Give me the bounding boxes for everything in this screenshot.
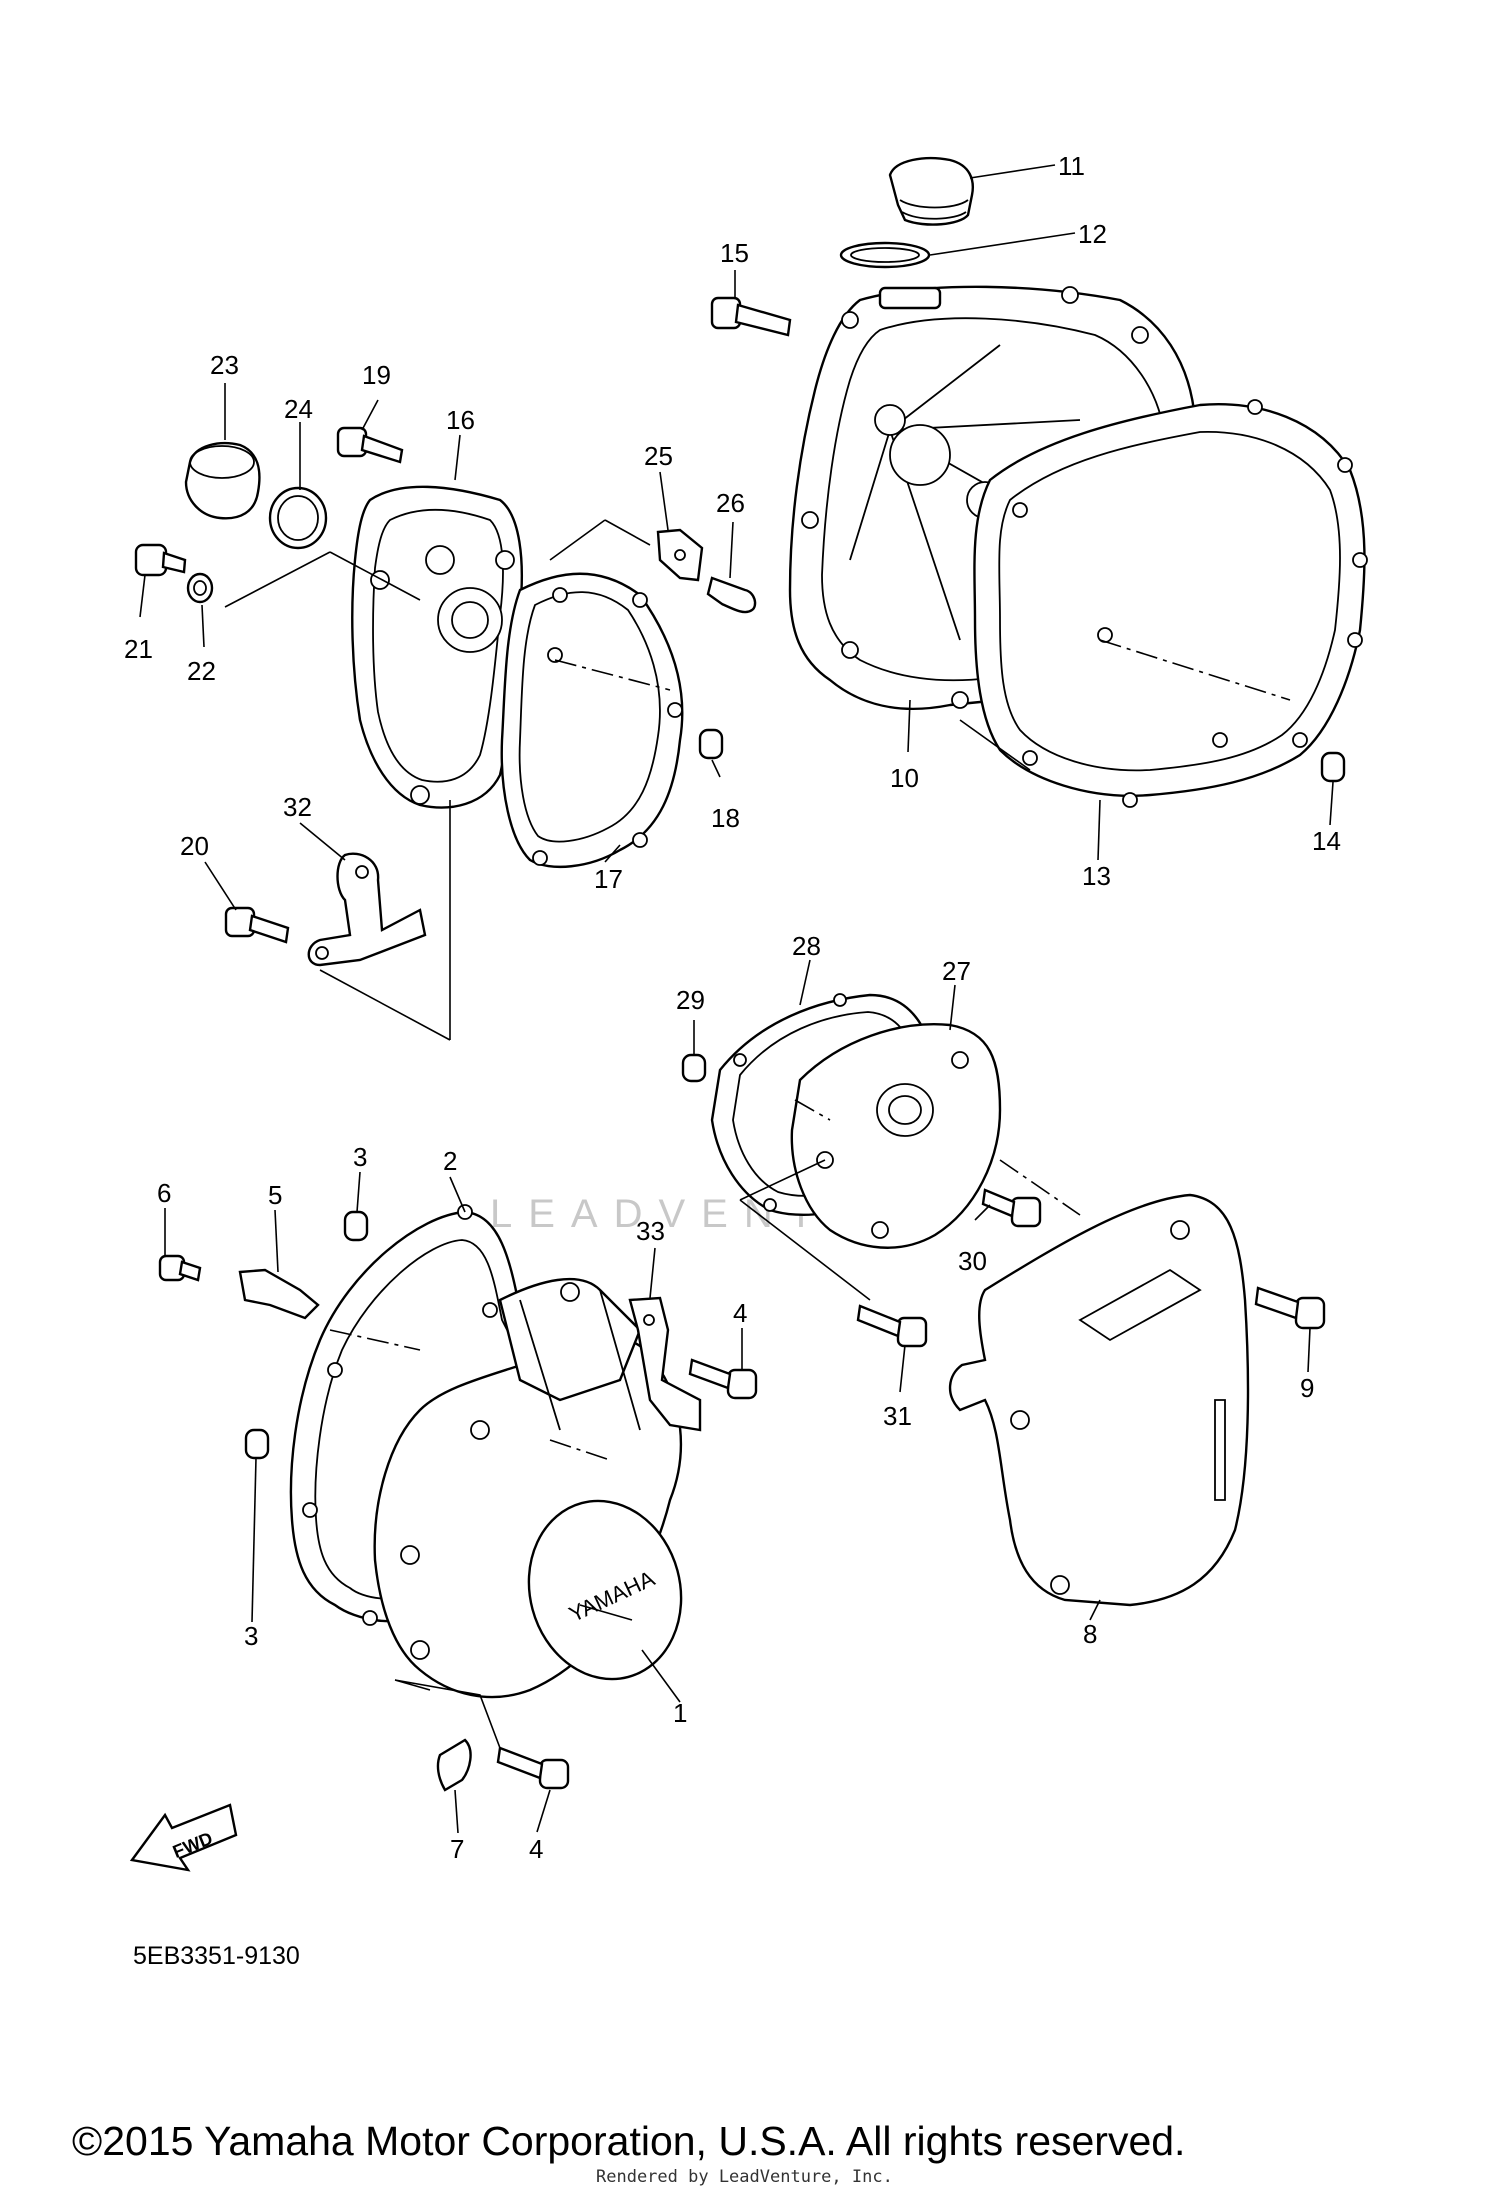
callout-5: 5 xyxy=(268,1180,282,1210)
callout-10: 10 xyxy=(890,763,919,793)
part-27-pickup-coil-cover[interactable] xyxy=(790,1023,1002,1249)
part-25-bracket[interactable] xyxy=(656,528,704,582)
callout-3a: 3 xyxy=(353,1142,367,1172)
callout-29: 29 xyxy=(676,985,705,1015)
callout-9: 9 xyxy=(1300,1373,1314,1403)
callout-4a: 4 xyxy=(733,1298,747,1328)
callout-labels: 1 2 3 3 4 4 5 6 7 8 9 10 11 12 13 14 15 … xyxy=(124,151,1341,1864)
part-32-bracket[interactable] xyxy=(307,852,427,967)
callout-15: 15 xyxy=(720,238,749,268)
callout-21: 21 xyxy=(124,634,153,664)
part-9-bolt[interactable] xyxy=(1254,1286,1326,1330)
part-26-screw[interactable] xyxy=(706,576,757,614)
callout-14: 14 xyxy=(1312,826,1341,856)
callout-2: 2 xyxy=(443,1146,457,1176)
part-7-clamp[interactable] xyxy=(436,1738,472,1792)
part-18-dowel-pin[interactable] xyxy=(698,728,724,760)
fwd-arrow-icon: FWD xyxy=(129,1803,238,1872)
part-30-bolt[interactable] xyxy=(981,1188,1042,1228)
callout-28: 28 xyxy=(792,931,821,961)
callout-31: 31 xyxy=(883,1401,912,1431)
diagram-code: 5EB3351-9130 xyxy=(133,1942,300,1970)
callout-6: 6 xyxy=(157,1178,171,1208)
callout-33: 33 xyxy=(636,1216,665,1246)
callout-19: 19 xyxy=(362,360,391,390)
part-5-clamp[interactable] xyxy=(238,1268,320,1320)
callout-12: 12 xyxy=(1078,219,1107,249)
part-11-oil-filler-cap[interactable] xyxy=(888,156,974,226)
part-3-dowel-pin[interactable] xyxy=(343,1210,369,1242)
callout-22: 22 xyxy=(187,656,216,686)
callout-24: 24 xyxy=(284,394,313,424)
part-21-bolt[interactable] xyxy=(134,543,187,577)
part-31-bolt[interactable] xyxy=(856,1304,928,1348)
callout-25: 25 xyxy=(644,441,673,471)
callout-4b: 4 xyxy=(529,1834,543,1864)
part-16-cover[interactable] xyxy=(351,485,523,809)
part-13-clutch-cover-gasket[interactable] xyxy=(973,399,1368,808)
callout-17: 17 xyxy=(594,864,623,894)
part-20-bolt[interactable] xyxy=(224,906,290,944)
callout-32: 32 xyxy=(283,792,312,822)
callout-27: 27 xyxy=(942,956,971,986)
copyright-notice: ©2015 Yamaha Motor Corporation, U.S.A. A… xyxy=(72,2118,1186,2164)
callout-26: 26 xyxy=(716,488,745,518)
part-6-bolt[interactable] xyxy=(158,1254,202,1282)
callout-16: 16 xyxy=(446,405,475,435)
callout-30: 30 xyxy=(958,1246,987,1276)
callout-23: 23 xyxy=(210,350,239,380)
part-3-dowel-pin-lower[interactable] xyxy=(244,1428,270,1460)
part-23-plug[interactable] xyxy=(184,441,261,520)
callout-20: 20 xyxy=(180,831,209,861)
leader-lines xyxy=(139,164,1334,1834)
part-33-clamp[interactable] xyxy=(628,1296,702,1432)
part-8-cover[interactable] xyxy=(948,1193,1250,1607)
callout-18: 18 xyxy=(711,803,740,833)
callout-8: 8 xyxy=(1083,1619,1097,1649)
part-1-generator-cover[interactable]: YAMAHA xyxy=(373,1277,701,1699)
part-24-o-ring[interactable] xyxy=(268,486,328,550)
rendered-by-notice: Rendered by LeadVenture, Inc. xyxy=(596,2167,893,2187)
callout-13: 13 xyxy=(1082,861,1111,891)
part-17-cover-gasket[interactable] xyxy=(500,572,684,869)
part-4-bolt-upper[interactable] xyxy=(688,1358,758,1400)
part-12-o-ring[interactable] xyxy=(839,241,931,269)
callout-1: 1 xyxy=(673,1698,687,1728)
callout-3b: 3 xyxy=(244,1621,258,1651)
assembly-lines xyxy=(224,519,1291,1749)
callout-11: 11 xyxy=(1058,151,1085,181)
part-4-bolt-lower[interactable] xyxy=(496,1746,570,1790)
part-14-dowel-pin[interactable] xyxy=(1320,751,1346,783)
callout-7: 7 xyxy=(450,1834,464,1864)
part-29-dowel-pin[interactable] xyxy=(681,1053,707,1083)
part-19-bolt[interactable] xyxy=(336,426,404,464)
part-22-washer[interactable] xyxy=(186,572,214,604)
part-15-bolt[interactable] xyxy=(710,296,792,337)
